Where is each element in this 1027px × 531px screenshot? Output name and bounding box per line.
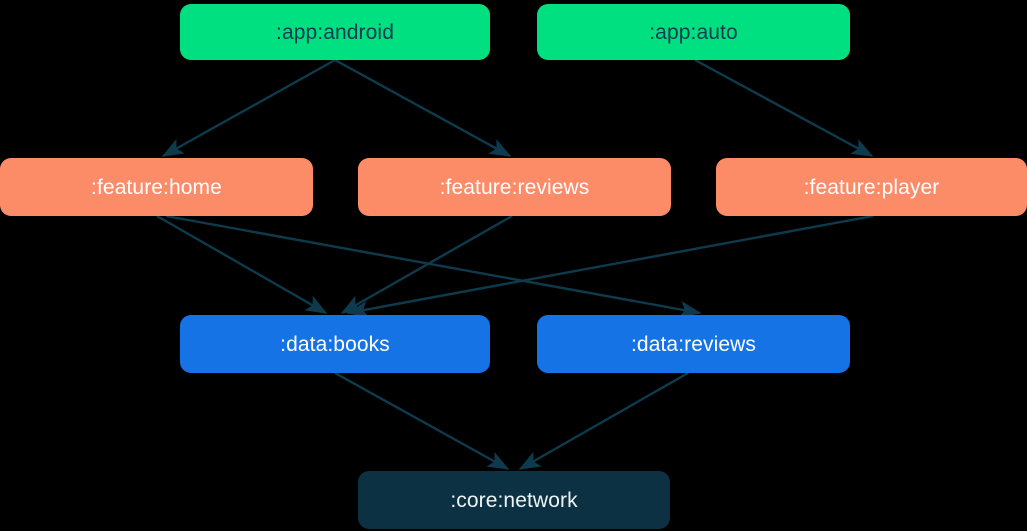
node-label-app-auto: :app:auto bbox=[649, 20, 738, 44]
node-core-network[interactable]: :core:network bbox=[358, 471, 670, 529]
edge-feature-reviews-to-data-books bbox=[340, 214, 513, 315]
edge-app-android-to-feature-reviews bbox=[334, 58, 512, 158]
edge-data-books-to-core-network bbox=[334, 371, 510, 471]
edge-data-reviews-to-core-network bbox=[518, 371, 689, 471]
node-feature-player[interactable]: :feature:player bbox=[716, 158, 1027, 216]
node-label-feature-reviews: :feature:reviews bbox=[439, 175, 590, 199]
node-app-auto[interactable]: :app:auto bbox=[537, 4, 850, 60]
edge-app-android-to-feature-home bbox=[161, 58, 336, 158]
node-label-feature-player: :feature:player bbox=[803, 175, 940, 199]
node-label-core-network: :core:network bbox=[450, 488, 578, 512]
node-feature-home[interactable]: :feature:home bbox=[0, 158, 313, 216]
node-data-books[interactable]: :data:books bbox=[180, 315, 490, 373]
node-data-reviews[interactable]: :data:reviews bbox=[537, 315, 850, 373]
node-feature-reviews[interactable]: :feature:reviews bbox=[358, 158, 671, 216]
node-label-data-reviews: :data:reviews bbox=[630, 332, 757, 356]
edge-app-auto-to-feature-player bbox=[694, 58, 874, 158]
edge-feature-home-to-data-books bbox=[156, 214, 328, 315]
node-label-app-android: :app:android bbox=[276, 20, 394, 44]
node-app-android[interactable]: :app:android bbox=[180, 4, 490, 60]
node-label-feature-home: :feature:home bbox=[91, 175, 222, 199]
edge-feature-home-to-data-reviews bbox=[165, 214, 702, 318]
edges-group bbox=[156, 58, 874, 471]
edge-feature-player-to-data-books bbox=[346, 214, 874, 318]
node-label-data-books: :data:books bbox=[280, 332, 390, 356]
